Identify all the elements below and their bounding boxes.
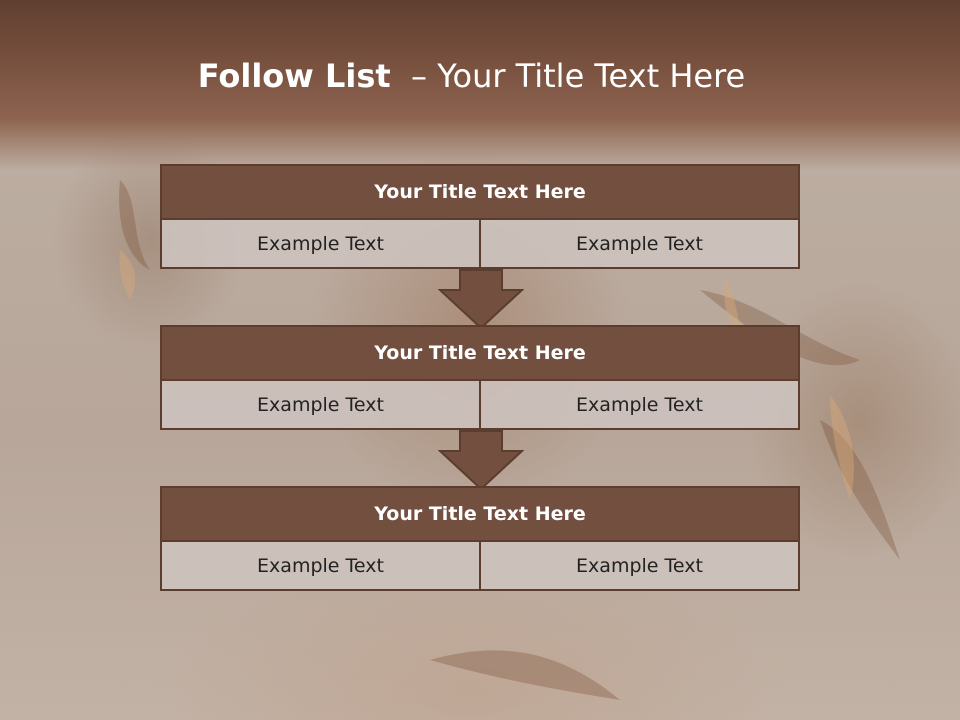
header-band [0, 0, 960, 170]
block-title: Your Title Text Here [160, 164, 800, 220]
block-cell-right: Example Text [481, 381, 800, 430]
block-cell-left: Example Text [160, 542, 481, 591]
block-cell-right: Example Text [481, 220, 800, 269]
slide-title-rest: – Your Title Text Here [411, 57, 746, 95]
list-block-3: Your Title Text Here Example Text Exampl… [160, 486, 800, 591]
block-cell-left: Example Text [160, 220, 481, 269]
down-arrow-icon [438, 430, 524, 491]
down-arrow-icon [438, 269, 524, 330]
list-block-1: Your Title Text Here Example Text Exampl… [160, 164, 800, 269]
block-title: Your Title Text Here [160, 325, 800, 381]
block-title: Your Title Text Here [160, 486, 800, 542]
list-block-2: Your Title Text Here Example Text Exampl… [160, 325, 800, 430]
block-row: Example Text Example Text [160, 220, 800, 269]
slide-title-bold: Follow List [197, 57, 391, 95]
block-row: Example Text Example Text [160, 542, 800, 591]
block-cell-right: Example Text [481, 542, 800, 591]
block-cell-left: Example Text [160, 381, 481, 430]
block-row: Example Text Example Text [160, 381, 800, 430]
slide-title: Follow List – Your Title Text Here [0, 56, 943, 96]
